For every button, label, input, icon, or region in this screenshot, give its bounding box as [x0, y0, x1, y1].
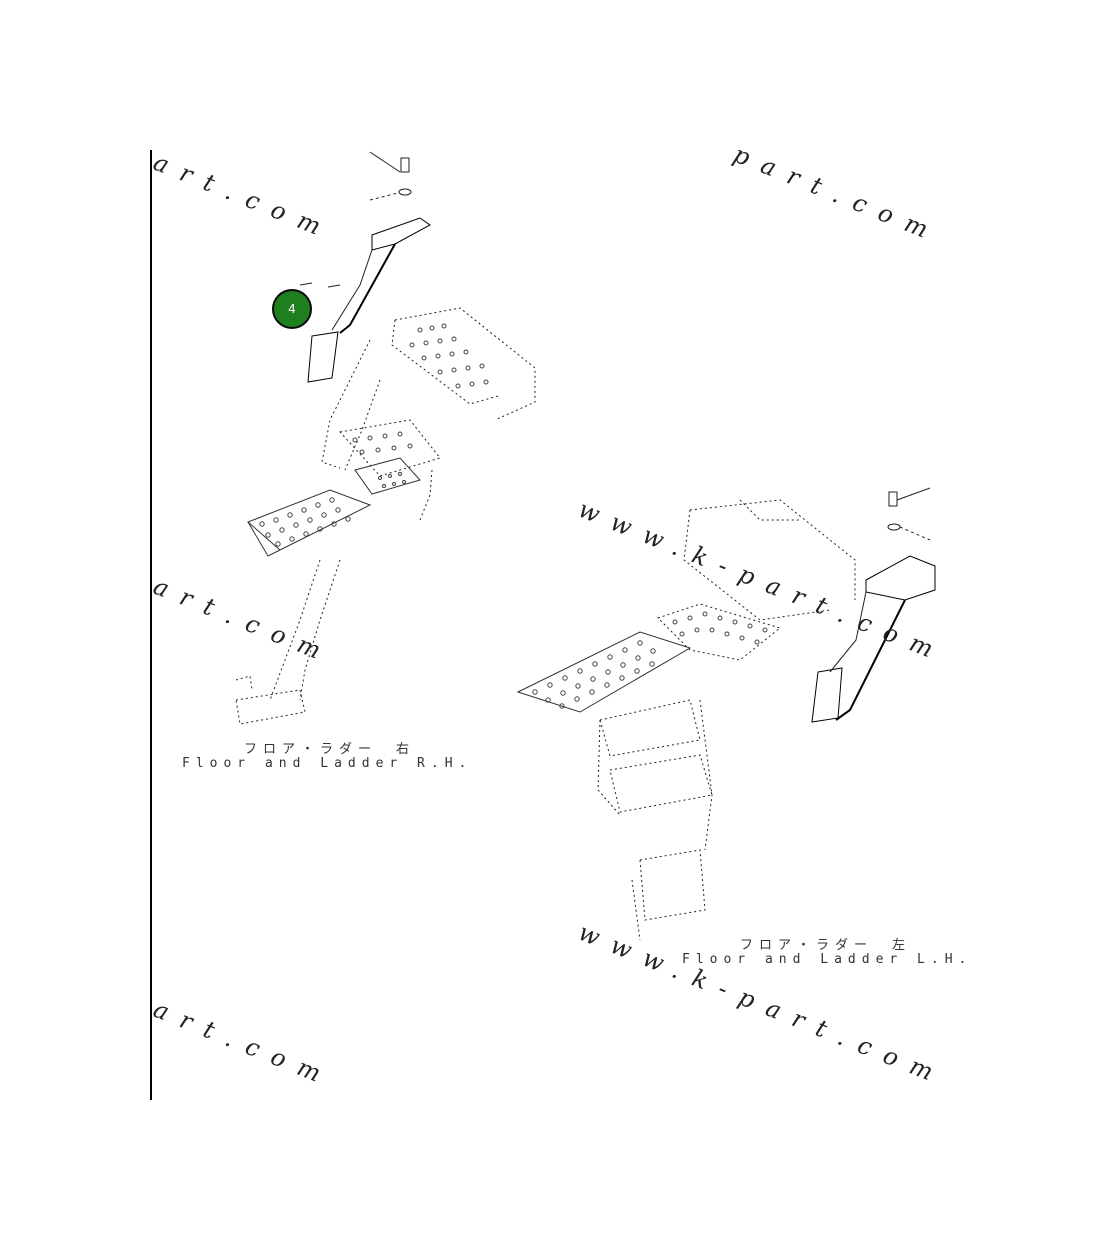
caption-rh-english: Floor and Ladder R.H. — [182, 756, 473, 771]
caption-rh-japanese: フロア・ラダー 右 — [244, 742, 416, 757]
caption-lh-japanese: フロア・ラダー 左 — [740, 938, 912, 953]
part-callout-marker[interactable]: 4 — [272, 289, 312, 329]
floor-ladder-lh-assembly — [516, 487, 936, 941]
bracket-part-4 — [371, 217, 431, 251]
caption-lh-english: Floor and Ladder L.H. — [682, 952, 973, 967]
floor-ladder-rh-assembly — [235, 151, 536, 725]
